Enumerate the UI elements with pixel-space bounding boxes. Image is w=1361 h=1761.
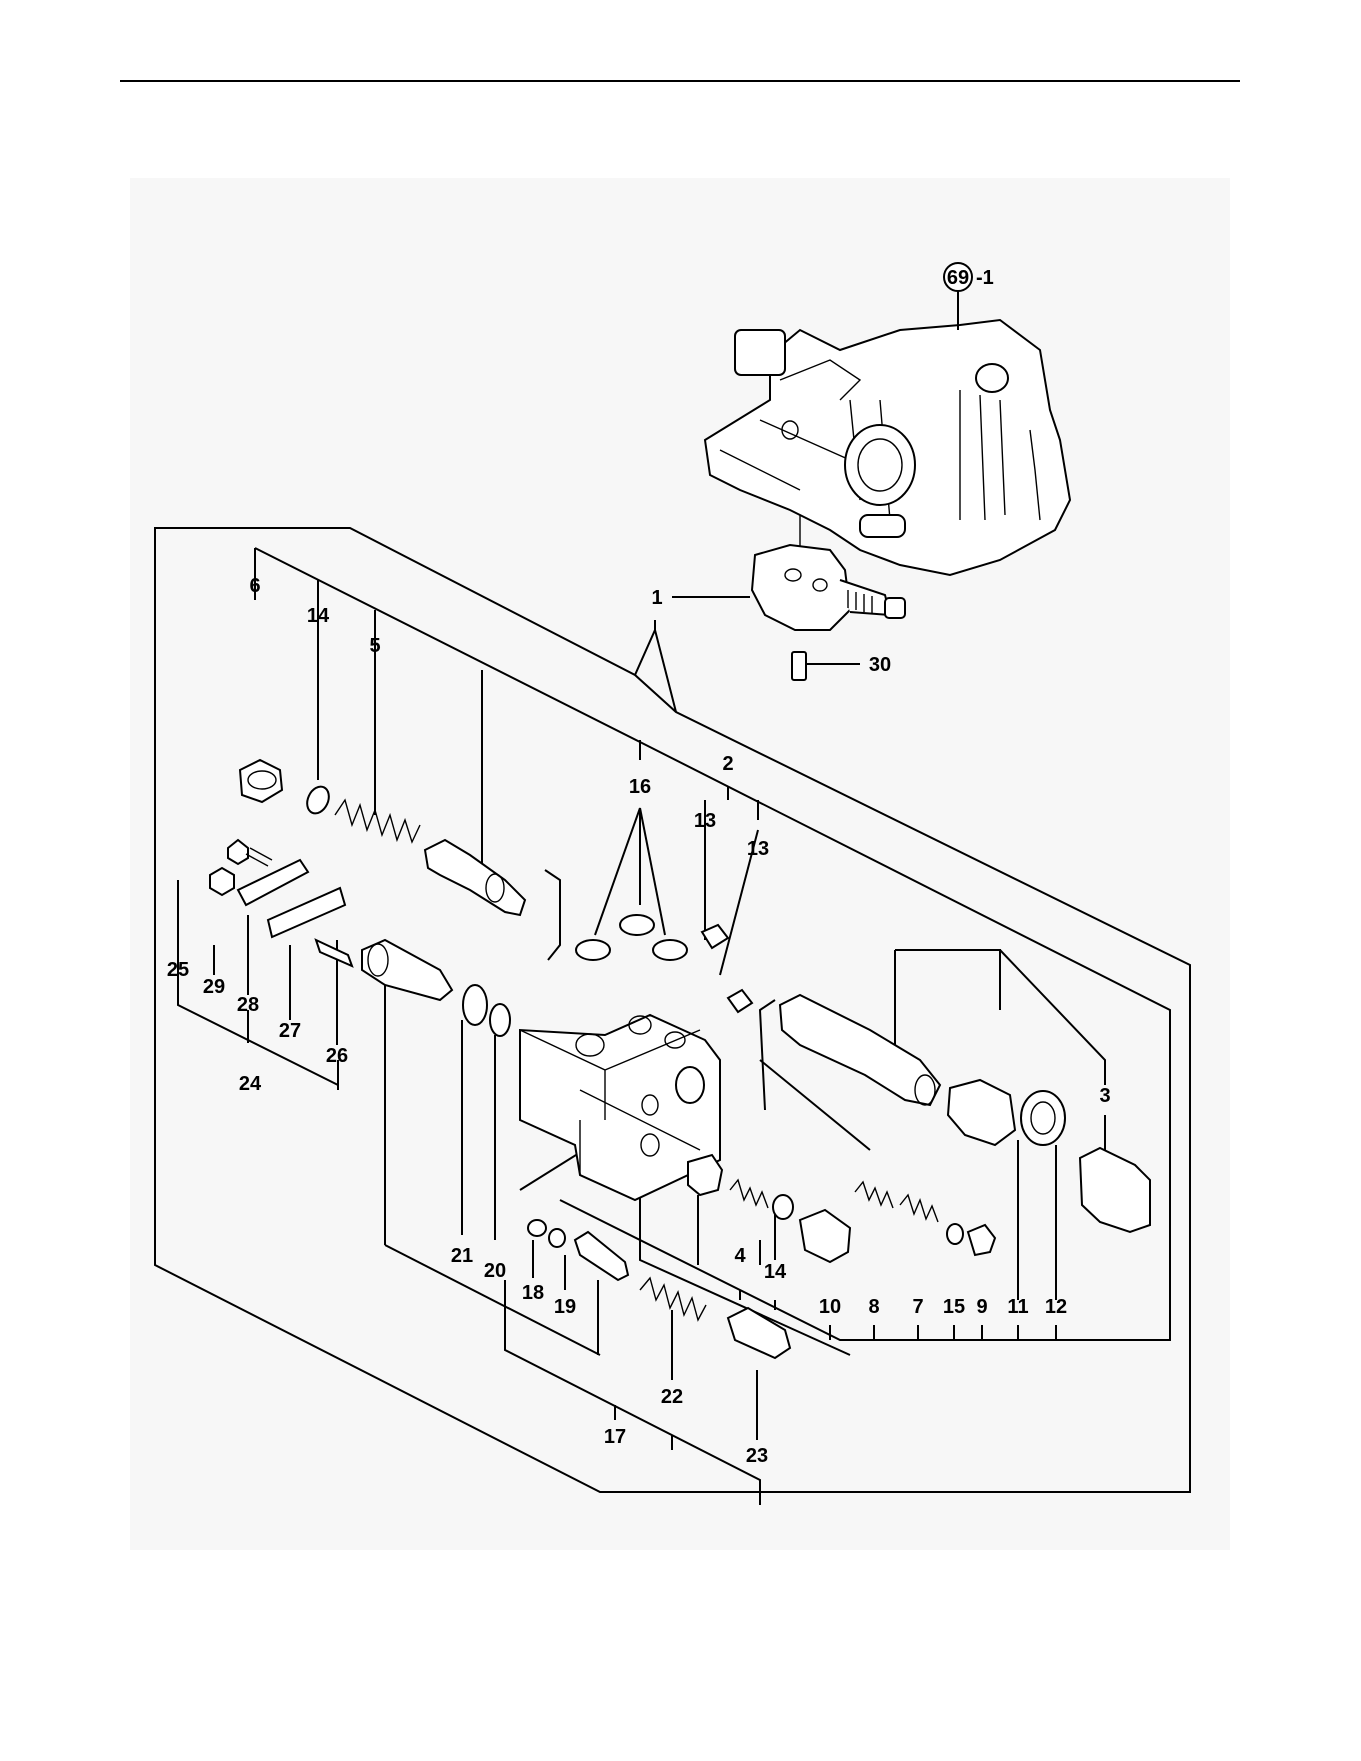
ref-circle-label: 69	[947, 267, 969, 289]
callout-label: 26	[326, 1045, 348, 1067]
callout-label: 17	[604, 1426, 626, 1448]
callout-label: 24	[239, 1073, 262, 1095]
callout-label: 12	[1045, 1296, 1067, 1318]
callout-label: 13	[694, 810, 716, 832]
callout-label: 21	[451, 1245, 473, 1267]
callout-label: 5	[369, 635, 380, 657]
callout-label: 29	[203, 976, 225, 998]
parts-drawing	[210, 760, 1150, 1358]
callout-label: 25	[167, 959, 189, 981]
callout-label: 7	[912, 1296, 923, 1318]
callout-label: 10	[819, 1296, 841, 1318]
callout-label: 27	[279, 1020, 301, 1042]
callout-label: 22	[661, 1386, 683, 1408]
callout-label: 20	[484, 1260, 506, 1282]
housing-drawing	[705, 320, 1070, 575]
callout-label: 2	[722, 753, 733, 775]
callout-label: 19	[554, 1296, 576, 1318]
ref-suffix-label: -1	[976, 267, 994, 289]
callout-label: 1	[651, 587, 662, 609]
callout-label: 4	[734, 1245, 746, 1267]
callout-label: 28	[237, 994, 259, 1016]
callout-label: 15	[943, 1296, 965, 1318]
callout-label: 14	[764, 1261, 787, 1283]
callout-label: 8	[868, 1296, 879, 1318]
callout-label: 16	[629, 776, 651, 798]
callout-label: 9	[976, 1296, 987, 1318]
callout-label: 18	[522, 1282, 544, 1304]
callout-label: 3	[1099, 1085, 1110, 1107]
callout-label: 14	[307, 605, 330, 627]
callout-label: 6	[249, 575, 260, 597]
callout-label: 13	[747, 838, 769, 860]
callout-label: 30	[869, 654, 891, 676]
callout-label: 23	[746, 1445, 768, 1467]
callout-label: 11	[1007, 1296, 1028, 1318]
